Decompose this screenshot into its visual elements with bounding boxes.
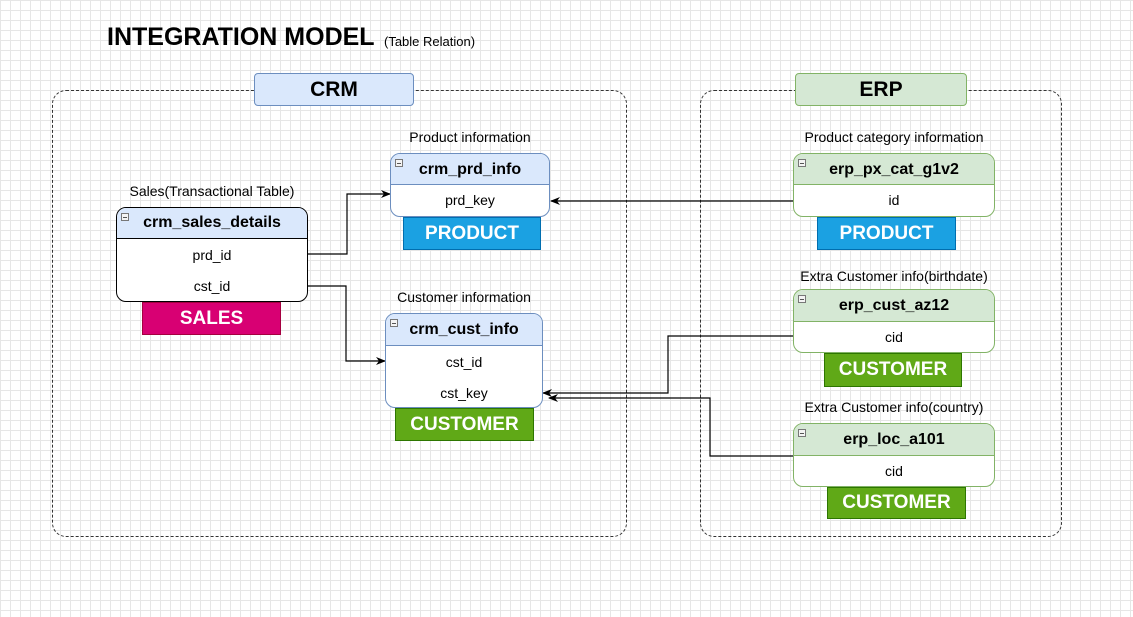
field-cst-id[interactable]: cst_id [445,354,483,370]
collapse-icon[interactable] [798,159,806,167]
customer-tag-crm: CUSTOMER [395,408,534,441]
prd-info-caption: Product information [409,129,531,145]
collapse-icon[interactable] [390,319,398,327]
customer-tag-cust-az12: CUSTOMER [824,353,962,387]
crm-prd-info-table[interactable]: crm_prd_info prd_key [390,153,550,217]
erp-cust-az12-header: erp_cust_az12 [794,290,994,322]
field-id[interactable]: id [888,192,900,208]
crm-sales-details-table[interactable]: crm_sales_details prd_id cst_id [116,207,308,302]
erp-loc-a101-table[interactable]: erp_loc_a101 cid [793,423,995,487]
field-prd-id[interactable]: prd_id [192,247,232,263]
cust-az12-caption: Extra Customer info(birthdate) [800,268,988,284]
field-cid[interactable]: cid [885,329,903,345]
crm-group-label[interactable]: CRM [254,73,414,106]
crm-prd-info-header: crm_prd_info [391,154,549,185]
sales-tag: SALES [142,302,281,335]
erp-px-cat-g1v2-header: erp_px_cat_g1v2 [794,154,994,185]
collapse-icon[interactable] [798,295,806,303]
table-name: crm_cust_info [409,321,519,338]
edge-cust-az12-to-cust-info [542,335,793,397]
customer-tag-loc-a101: CUSTOMER [827,487,966,519]
collapse-icon[interactable] [395,159,403,167]
table-name: crm_sales_details [143,214,281,231]
crm-sales-details-header: crm_sales_details [117,208,307,239]
collapse-icon[interactable] [798,429,806,437]
field-cst-key[interactable]: cst_key [440,385,488,401]
erp-px-cat-g1v2-table[interactable]: erp_px_cat_g1v2 id [793,153,995,217]
collapse-icon[interactable] [121,213,129,221]
table-name: crm_prd_info [418,161,522,178]
product-tag-erp: PRODUCT [817,217,956,250]
edge-loc-a101-to-cust-info [548,394,793,457]
erp-group-label[interactable]: ERP [795,73,967,106]
product-tag-crm: PRODUCT [403,217,541,250]
px-cat-caption: Product category information [804,129,984,145]
sales-table-caption: Sales(Transactional Table) [129,183,295,199]
edge-sales-cst-to-cust-info [307,285,386,365]
field-prd-key[interactable]: prd_key [445,192,495,208]
diagram-subtitle: (Table Relation) [384,34,476,49]
table-name: erp_px_cat_g1v2 [829,161,959,178]
cust-info-caption: Customer information [397,289,531,305]
crm-cust-info-header: crm_cust_info [386,314,542,346]
erp-cust-az12-table[interactable]: erp_cust_az12 cid [793,289,995,353]
diagram-title: INTEGRATION MODEL [107,23,375,51]
erp-loc-a101-header: erp_loc_a101 [794,424,994,456]
field-cid[interactable]: cid [885,463,903,479]
field-cst-id[interactable]: cst_id [193,278,231,294]
table-name: erp_cust_az12 [838,297,950,314]
table-name: erp_loc_a101 [843,431,945,448]
crm-cust-info-table[interactable]: crm_cust_info cst_id cst_key [385,313,543,408]
loc-a101-caption: Extra Customer info(country) [804,399,984,415]
edge-sales-prd-to-prd-info [307,190,391,255]
